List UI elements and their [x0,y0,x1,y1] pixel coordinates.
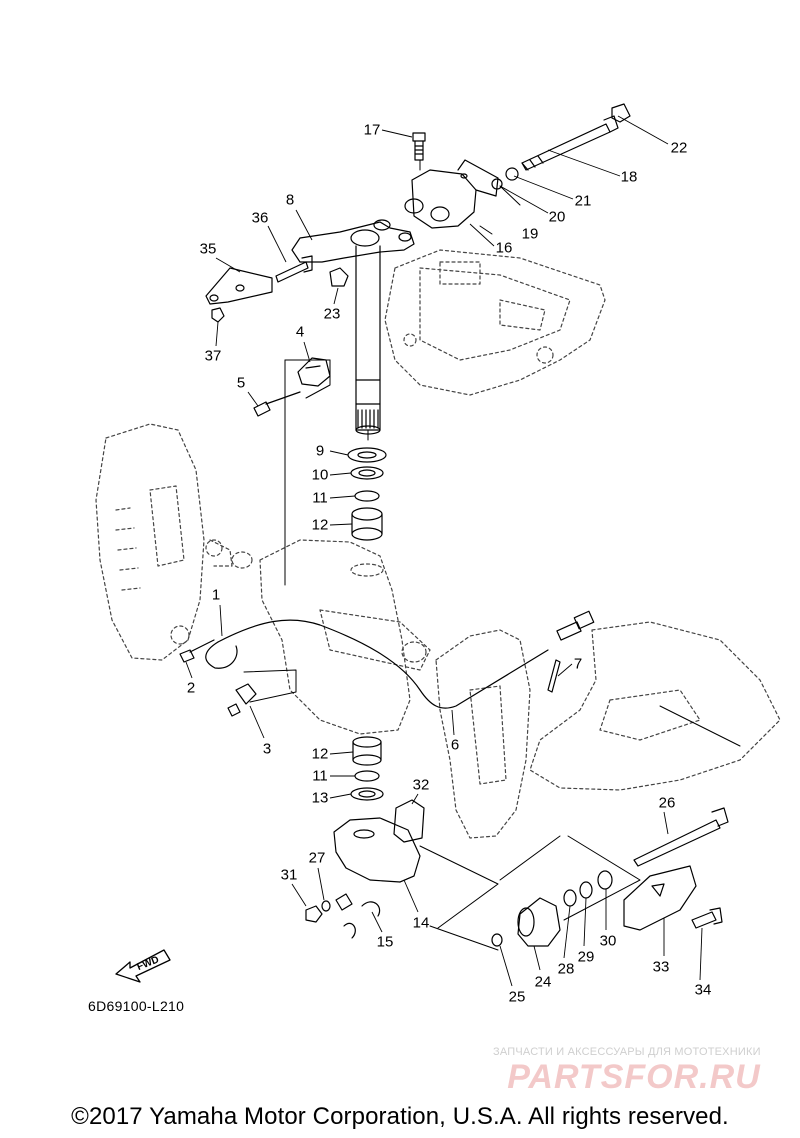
callout-10: 10 [312,467,329,484]
callout-1: 1 [212,587,220,604]
clamp-4 [297,357,331,387]
callout-5: 5 [237,375,245,392]
lower-mount-14 [333,817,421,883]
washer-20 [491,178,503,190]
callout-23: 23 [324,306,341,323]
steering-shaft [355,245,381,435]
nut-37 [211,307,225,323]
callout-19: 19 [522,226,539,243]
callout-12b: 12 [312,746,329,763]
callout-35: 35 [200,241,217,258]
watermark-logo-text: PARTSFOR.RU [507,1058,761,1096]
callout-25: 25 [509,989,526,1006]
callout-4: 4 [296,324,304,341]
rubber-32 [393,799,425,843]
callout-11b: 11 [312,768,328,785]
long-bolt-18 [521,115,619,171]
callout-15: 15 [377,934,394,951]
callout-2: 2 [187,680,195,697]
callout-6: 6 [451,737,459,754]
rear-mount-rubber-24 [517,897,561,947]
clamp-3 [227,683,257,717]
washer-28 [563,889,577,907]
callout-9: 9 [316,443,324,460]
upper-mount-plate [384,249,606,396]
bolt-26 [633,807,729,867]
callout-13: 13 [312,790,329,807]
callout-20: 20 [549,209,566,226]
lower-unit [529,621,781,791]
ground-lead [205,610,595,709]
callout-31: 31 [281,867,298,884]
callout-26: 26 [659,795,676,812]
upper-bushing-stack [347,447,387,541]
callout-21: 21 [575,193,592,210]
washer-30 [597,870,613,890]
drawing-code: 6D69100-L210 [88,998,185,1014]
washer-21 [505,167,519,181]
callout-22: 22 [671,140,688,157]
callout-33: 33 [653,959,670,976]
cover-33 [623,865,697,931]
bolt-34 [691,907,723,929]
callout-32: 32 [413,777,430,794]
callout-18: 18 [621,169,638,186]
clip-15 [361,901,381,917]
washer-27 [321,900,331,912]
callout-3: 3 [263,741,271,758]
nut-23 [329,267,349,287]
callout-34: 34 [695,982,712,999]
plate-35 [205,267,273,305]
callout-12a: 12 [312,517,329,534]
steering-yoke [291,219,415,263]
bolt-2 [179,639,215,663]
fwd-arrow-icon: FWD [115,949,171,983]
nut-22 [611,103,631,123]
washer-25 [491,933,503,947]
callout-29: 29 [578,949,595,966]
cable-tie-7 [547,659,561,693]
left-clamp-bracket [95,423,205,661]
right-clamp-bracket [435,629,531,839]
callout-8: 8 [286,192,294,209]
callout-27: 27 [309,850,326,867]
copyright-notice: ©2017 Yamaha Motor Corporation, U.S.A. A… [71,1103,729,1130]
bracket [404,159,499,229]
callout-30: 30 [600,933,617,950]
callout-11a: 11 [312,490,328,507]
nut-31 [305,905,323,923]
callout-37: 37 [205,348,222,365]
callout-36: 36 [252,210,269,227]
bolt-5 [253,391,301,417]
bolt-36 [275,255,313,283]
ground-strap [335,893,356,939]
callout-28: 28 [558,961,575,978]
callout-16: 16 [496,240,513,257]
callout-17: 17 [364,122,381,139]
callout-24: 24 [535,974,552,991]
callout-7: 7 [574,656,582,673]
watermark-tagline: ЗАПЧАСТИ И АКСЕССУАРЫ ДЛЯ МОТОТЕХНИКИ [493,1046,761,1058]
lower-bushing-stack [350,736,384,801]
swivel-bracket [205,539,431,735]
watermark-logo: PARTSFOR.RU [507,1058,761,1096]
callout-14: 14 [413,915,430,932]
washer-29 [579,881,593,899]
bolt-17 [412,132,426,161]
